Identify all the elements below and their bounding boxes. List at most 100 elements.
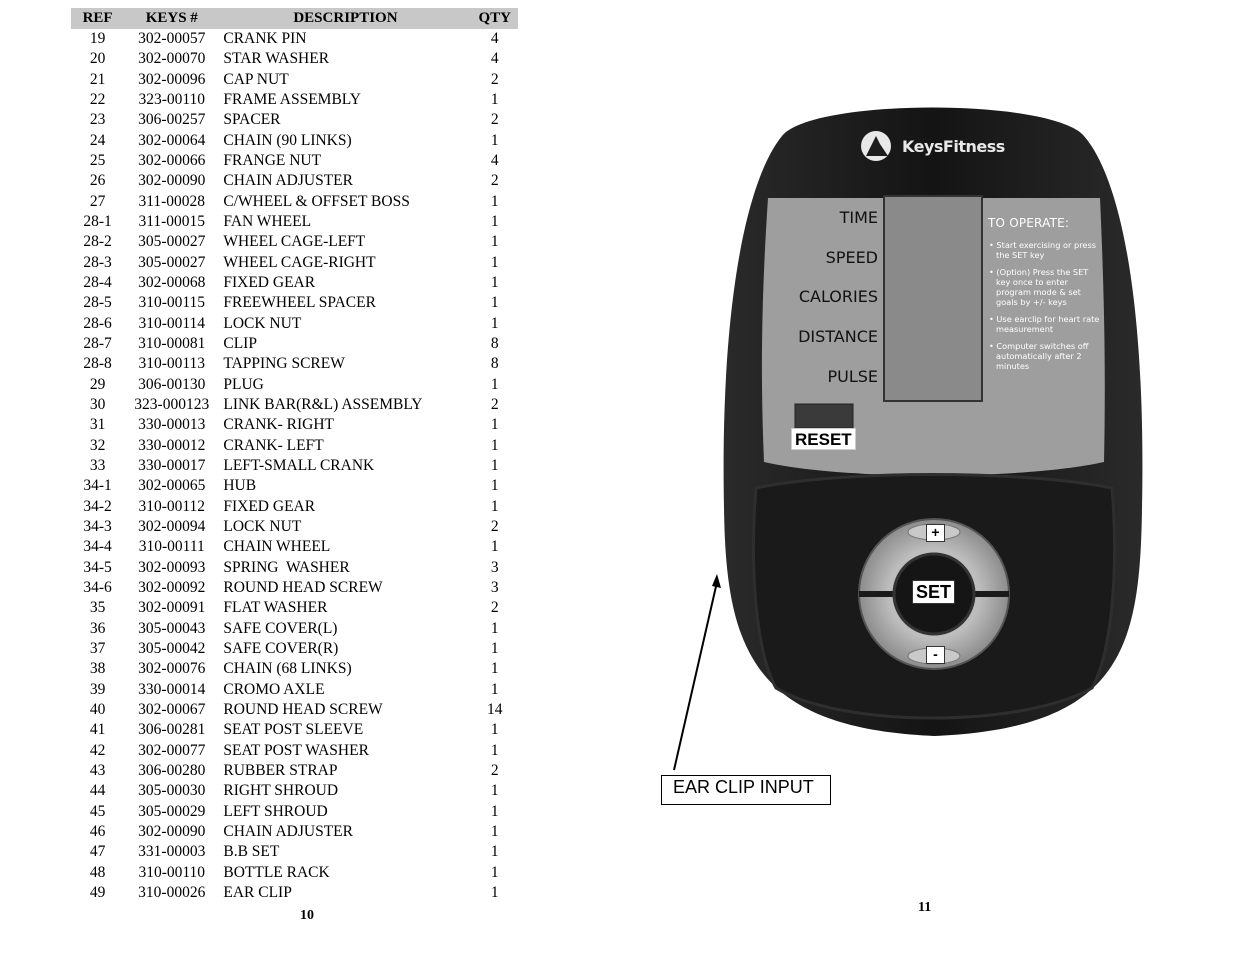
cell-qty: 1 [490, 294, 499, 312]
cell-qty: 4 [490, 30, 499, 48]
page-number-right: 11 [918, 900, 932, 915]
cell-description: FIXED GEAR [223, 497, 316, 515]
cell-keys: 330-00013 [138, 416, 206, 434]
cell-description: LINK BAR(R&L) ASSEMBLY [223, 396, 423, 414]
cell-qty: 1 [490, 660, 499, 678]
cell-ref: 39 [89, 680, 106, 698]
cell-ref: 28-4 [83, 274, 112, 292]
cell-description: BOTTLE RACK [223, 863, 330, 881]
cell-ref: 40 [89, 700, 106, 718]
cell-keys: 310-00110 [138, 863, 206, 881]
ear-clip-input-callout: EAR CLIP INPUT [661, 775, 831, 805]
cell-qty: 8 [490, 335, 499, 353]
cell-description: C/WHEEL & OFFSET BOSS [223, 192, 410, 210]
console-photo: KeysFitness TIME SPEED CALORIES DISTANCE… [722, 88, 1146, 738]
ear-clip-input-label: EAR CLIP INPUT [673, 777, 814, 797]
cell-qty: 1 [490, 131, 499, 149]
display-label-speed: SPEED [825, 248, 878, 267]
cell-ref: 28-8 [83, 355, 112, 373]
cell-description: WHEEL CAGE-LEFT [223, 233, 366, 251]
cell-keys: 310-00081 [138, 335, 206, 353]
cell-qty: 1 [490, 213, 499, 231]
instructions-title: TO OPERATE: [988, 216, 1070, 230]
table-row: 38 302-00076 CHAIN (68 LINKS) 1 [71, 659, 518, 679]
cell-qty: 1 [490, 782, 499, 800]
cell-keys: 305-00027 [138, 253, 206, 271]
cell-ref: 28-6 [83, 314, 112, 332]
cell-qty: 1 [490, 863, 499, 881]
parts-table-header: REF KEYS # DESCRIPTION QTY [71, 8, 518, 29]
cell-description: LEFT-SMALL CRANK [223, 457, 375, 475]
lcd-screen [883, 195, 983, 402]
cell-ref: 28-3 [83, 253, 112, 271]
cell-keys: 305-00043 [138, 619, 206, 637]
cell-keys: 310-00026 [138, 883, 206, 901]
cell-keys: 305-00029 [138, 802, 206, 820]
cell-description: CHAIN (90 LINKS) [223, 131, 352, 149]
cell-description: RIGHT SHROUD [223, 782, 339, 800]
cell-keys: 330-00014 [138, 680, 206, 698]
cell-keys: 323-000123 [134, 396, 210, 414]
instruction-item: • (Option) Press the SET key once to ent… [989, 267, 1089, 307]
brand-logo: KeysFitness [860, 128, 1020, 164]
display-label-time: TIME [839, 208, 878, 227]
cell-description: CHAIN (68 LINKS) [223, 660, 352, 678]
cell-qty: 1 [490, 538, 499, 556]
cell-description: ROUND HEAD SCREW [223, 700, 383, 718]
cell-description: SPRING WASHER [223, 558, 350, 576]
cell-description: LOCK NUT [223, 314, 302, 332]
cell-keys: 302-00090 [138, 822, 206, 840]
cell-qty: 2 [490, 111, 499, 129]
cell-keys: 310-00112 [138, 497, 206, 515]
cell-keys: 310-00114 [138, 314, 206, 332]
cell-keys: 302-00064 [138, 131, 206, 149]
cell-description: PLUG [223, 375, 264, 393]
cell-qty: 1 [490, 375, 499, 393]
cell-qty: 1 [490, 619, 499, 637]
cell-keys: 310-00115 [138, 294, 206, 312]
cell-ref: 21 [89, 70, 106, 88]
cell-qty: 2 [490, 761, 499, 779]
cell-keys: 310-00111 [138, 538, 205, 556]
cell-ref: 41 [89, 721, 106, 739]
cell-description: SPACER [223, 111, 281, 129]
cell-description: FREEWHEEL SPACER [223, 294, 376, 312]
cell-ref: 24 [89, 131, 106, 149]
cell-keys: 302-00076 [138, 660, 206, 678]
cell-description: LOCK NUT [223, 518, 302, 536]
cell-ref: 38 [89, 660, 106, 678]
cell-ref: 34-1 [83, 477, 112, 495]
cell-ref: 45 [89, 802, 106, 820]
display-label-calories: CALORIES [798, 287, 878, 306]
reset-button-shape [794, 403, 854, 429]
cell-ref: 37 [89, 640, 106, 657]
cell-description: FIXED GEAR [223, 274, 316, 292]
cell-qty: 1 [490, 457, 499, 475]
cell-description: CLIP [223, 335, 257, 353]
cell-description: SEAT POST WASHER [223, 741, 369, 759]
cell-keys: 302-00090 [138, 172, 206, 190]
cell-description: CHAIN ADJUSTER [223, 172, 353, 190]
cell-qty: 4 [490, 50, 499, 68]
cell-qty: 2 [490, 396, 499, 414]
cell-ref: 36 [89, 619, 106, 637]
